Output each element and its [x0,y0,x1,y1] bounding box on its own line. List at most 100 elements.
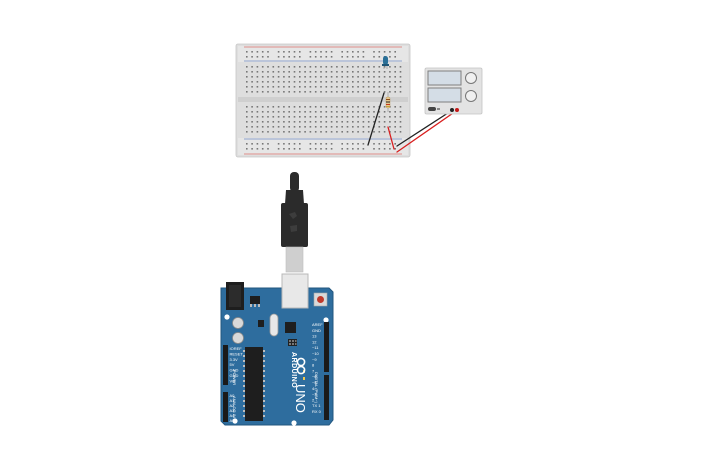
breadboard-hole[interactable] [362,76,365,78]
breadboard-hole[interactable] [352,121,354,123]
breadboard-hole[interactable] [346,51,349,53]
breadboard-hole[interactable] [330,131,333,133]
breadboard-hole[interactable] [378,56,381,58]
breadboard-hole[interactable] [256,76,259,78]
breadboard-hole[interactable] [314,86,317,88]
breadboard-hole[interactable] [341,81,343,83]
breadboard-hole[interactable] [399,116,402,118]
breadboard-hole[interactable] [378,76,381,78]
breadboard-hole[interactable] [352,66,354,68]
breadboard-hole[interactable] [256,56,259,58]
breadboard-hole[interactable] [288,56,290,58]
breadboard-hole[interactable] [283,111,285,113]
breadboard-hole[interactable] [277,51,280,53]
breadboard-hole[interactable] [277,91,280,93]
breadboard-hole[interactable] [373,56,375,58]
breadboard-hole[interactable] [362,56,365,58]
breadboard-hole[interactable] [336,106,338,108]
breadboard-hole[interactable] [346,66,349,68]
breadboard-hole[interactable] [352,56,354,58]
usb-cable[interactable] [281,172,308,273]
breadboard-hole[interactable] [383,91,386,93]
led[interactable] [382,56,389,69]
breadboard-hole[interactable] [267,106,269,108]
analog-header[interactable] [223,392,228,422]
breadboard-hole[interactable] [261,106,264,108]
breadboard-hole[interactable] [251,91,253,93]
breadboard-hole[interactable] [267,131,269,133]
breadboard-hole[interactable] [299,56,301,58]
breadboard-hole[interactable] [352,148,354,150]
breadboard-hole[interactable] [341,126,343,128]
breadboard-hole[interactable] [251,143,253,145]
breadboard-hole[interactable] [299,131,301,133]
breadboard-hole[interactable] [251,131,253,133]
breadboard-hole[interactable] [383,143,386,145]
breadboard-hole[interactable] [314,56,317,58]
breadboard-hole[interactable] [261,71,264,73]
breadboard-hole[interactable] [288,121,290,123]
breadboard-hole[interactable] [261,76,264,78]
breadboard-hole[interactable] [288,116,290,118]
breadboard-hole[interactable] [283,126,285,128]
breadboard-hole[interactable] [304,116,306,118]
breadboard-hole[interactable] [362,131,365,133]
breadboard-hole[interactable] [367,106,370,108]
breadboard-hole[interactable] [251,56,253,58]
breadboard-hole[interactable] [288,148,290,150]
breadboard-hole[interactable] [383,111,386,113]
breadboard-hole[interactable] [373,91,375,93]
breadboard-hole[interactable] [336,91,338,93]
breadboard-hole[interactable] [272,121,275,123]
breadboard-hole[interactable] [246,143,248,145]
breadboard-hole[interactable] [299,116,301,118]
breadboard-hole[interactable] [362,86,365,88]
breadboard-hole[interactable] [251,121,253,123]
breadboard-hole[interactable] [267,143,269,145]
breadboard-hole[interactable] [378,91,381,93]
breadboard-hole[interactable] [272,91,275,93]
breadboard-hole[interactable] [378,126,381,128]
breadboard-hole[interactable] [293,148,296,150]
breadboard-hole[interactable] [346,56,349,58]
breadboard-hole[interactable] [314,131,317,133]
breadboard-hole[interactable] [320,131,322,133]
breadboard-hole[interactable] [399,66,402,68]
breadboard-hole[interactable] [283,148,285,150]
breadboard-hole[interactable] [367,116,370,118]
breadboard-hole[interactable] [367,71,370,73]
red-power-wire[interactable] [396,110,457,153]
breadboard-hole[interactable] [383,116,386,118]
breadboard-hole[interactable] [346,121,349,123]
breadboard-hole[interactable] [309,116,312,118]
breadboard-hole[interactable] [373,121,375,123]
breadboard-hole[interactable] [288,71,290,73]
breadboard-hole[interactable] [272,76,275,78]
breadboard-hole[interactable] [293,71,296,73]
breadboard-hole[interactable] [277,76,280,78]
breadboard-hole[interactable] [330,81,333,83]
breadboard-hole[interactable] [272,81,275,83]
breadboard-hole[interactable] [277,86,280,88]
breadboard-hole[interactable] [304,131,306,133]
breadboard-hole[interactable] [293,76,296,78]
power-header[interactable] [223,345,228,385]
breadboard-hole[interactable] [346,126,349,128]
breadboard-hole[interactable] [251,106,253,108]
breadboard-hole[interactable] [357,91,359,93]
breadboard-hole[interactable] [320,111,322,113]
breadboard-hole[interactable] [341,86,343,88]
breadboard-hole[interactable] [299,148,301,150]
breadboard-hole[interactable] [277,126,280,128]
breadboard-hole[interactable] [394,121,396,123]
breadboard-hole[interactable] [261,81,264,83]
breadboard-hole[interactable] [272,106,275,108]
breadboard-hole[interactable] [314,76,317,78]
breadboard-hole[interactable] [246,56,248,58]
breadboard-hole[interactable] [357,126,359,128]
breadboard-hole[interactable] [277,116,280,118]
breadboard-hole[interactable] [314,81,317,83]
breadboard-hole[interactable] [378,71,381,73]
breadboard-hole[interactable] [309,71,312,73]
breadboard-hole[interactable] [373,76,375,78]
